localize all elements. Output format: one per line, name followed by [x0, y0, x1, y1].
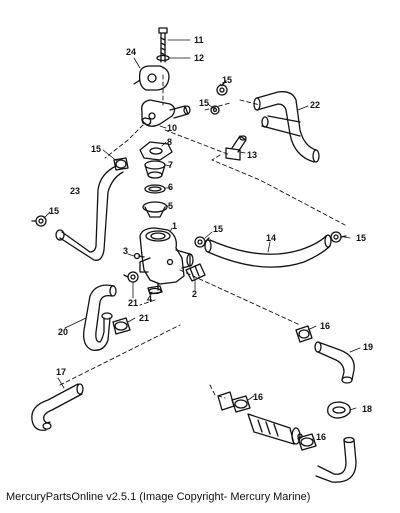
part-17-hose [31, 383, 84, 431]
callouts: 11 12 24 15 15 22 10 8 7 6 5 1 15 13 23 … [49, 35, 373, 442]
callout-16-b: 16 [253, 392, 263, 402]
part-6-seal [144, 184, 166, 194]
callout-5: 5 [168, 201, 173, 211]
callout-14: 14 [266, 233, 276, 243]
callout-13: 13 [247, 150, 257, 160]
callout-11: 11 [194, 35, 204, 45]
clamp-16-mid [231, 395, 251, 413]
callout-7: 7 [168, 160, 173, 170]
callout-3: 3 [123, 246, 128, 256]
callout-15-d: 15 [49, 206, 59, 216]
clamp-15-upper-right [216, 80, 228, 96]
part-9-clamp [141, 117, 152, 126]
callout-23: 23 [70, 186, 80, 196]
callout-24: 24 [126, 47, 136, 57]
part-8-gasket [139, 141, 173, 161]
part-12-washer [156, 54, 170, 62]
part-23-hose [55, 165, 124, 261]
copyright-caption: MercuryPartsOnline v2.5.1 (Image Copyrig… [6, 491, 311, 503]
clamp-15-left-top [113, 157, 129, 171]
part-22-hose [253, 91, 320, 163]
callout-4: 4 [147, 294, 152, 304]
clamp-15-mid-right [330, 231, 347, 243]
callout-15-a: 15 [222, 75, 232, 85]
callout-10: 10 [167, 123, 177, 133]
part-5-thermostat [142, 201, 168, 218]
callout-12: 12 [194, 53, 204, 63]
callout-22: 22 [310, 100, 320, 110]
clamp-21-lower [112, 317, 131, 335]
part-24-bracket [133, 65, 170, 91]
leader-lines [43, 39, 361, 441]
part-4-plug [147, 285, 163, 295]
callout-6: 6 [168, 182, 173, 192]
callout-8: 8 [167, 137, 172, 147]
callout-21-a: 21 [128, 298, 138, 308]
part-3-screw [133, 252, 145, 260]
clamp-16-lower [297, 433, 317, 451]
part-13-elbow [225, 135, 247, 161]
callout-16-a: 16 [320, 321, 330, 331]
callout-18: 18 [362, 404, 372, 414]
callout-15-b: 15 [199, 98, 209, 108]
lower-mid-assembly [217, 391, 303, 445]
callout-1: 1 [172, 221, 177, 231]
part-10-housing-cover [141, 99, 191, 127]
part-11-bolt [158, 27, 168, 63]
callout-20: 20 [58, 327, 68, 337]
callout-15-c: 15 [91, 144, 101, 154]
part-19-hose [314, 341, 355, 384]
part-20-hose [83, 284, 117, 351]
assembly-lines [59, 74, 346, 399]
part-2-fitting [185, 263, 206, 282]
callout-21-b: 21 [139, 313, 149, 323]
part-7-thermostat [144, 160, 166, 179]
callout-15-e: 15 [213, 224, 223, 234]
lower-right-elbow-hose [315, 436, 357, 483]
clamp-15-left [31, 215, 47, 227]
clamp-15-upper-mid [210, 105, 220, 115]
callout-16-c: 16 [316, 432, 326, 442]
part-18-clamp [327, 401, 351, 419]
callout-15-f: 15 [356, 233, 366, 243]
callout-19: 19 [363, 342, 373, 352]
part-1-thermostat-housing [139, 227, 194, 291]
callout-17: 17 [56, 367, 66, 377]
clamp-21-upper [123, 271, 139, 283]
part-14-hose [204, 234, 332, 268]
clamp-16-upper [295, 325, 313, 343]
callout-2: 2 [192, 289, 197, 299]
clamp-15-mid-left [194, 236, 210, 248]
